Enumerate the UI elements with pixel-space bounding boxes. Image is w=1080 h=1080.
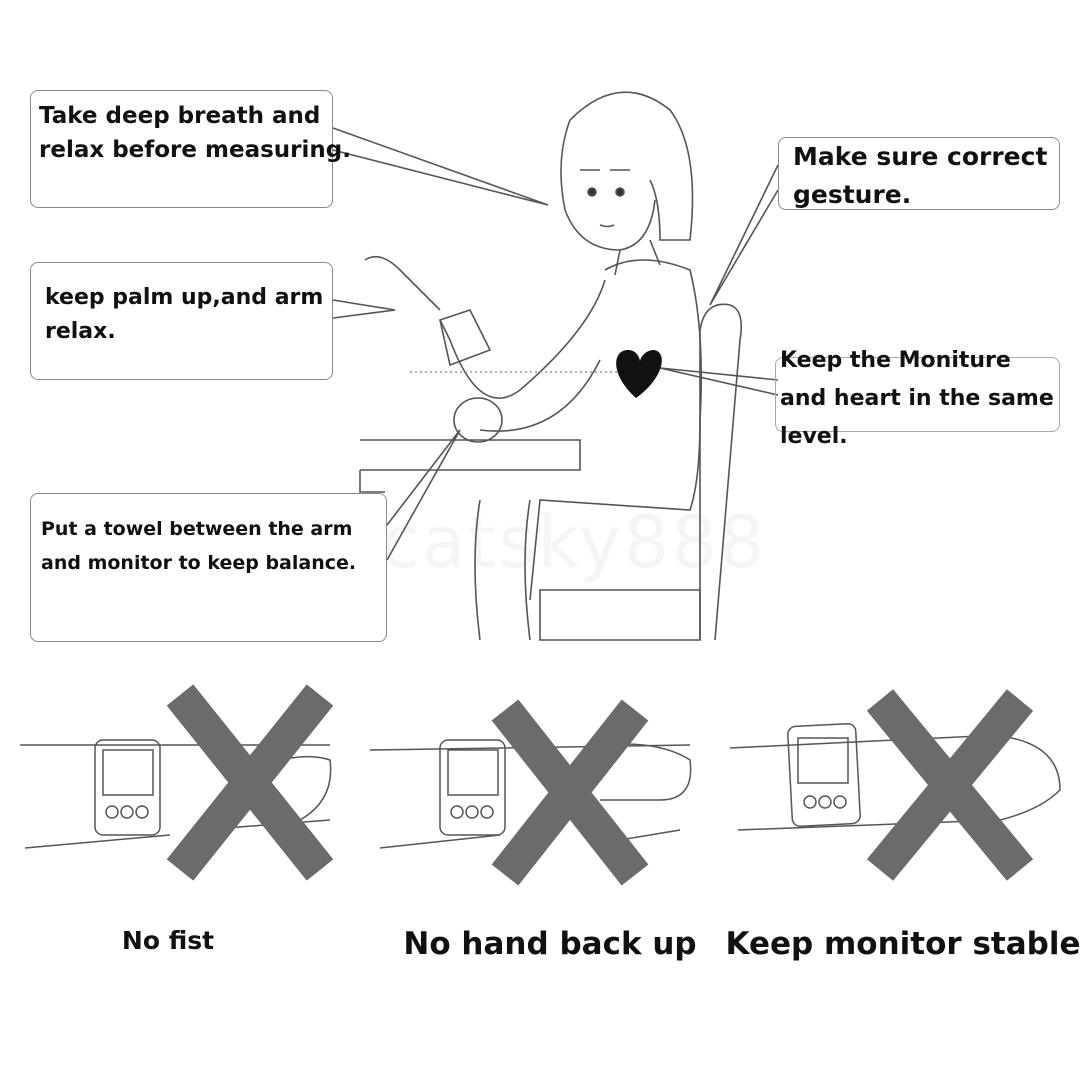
callout-breath: Take deep breath and relax before measur… [30,90,351,208]
pointer-level [659,367,779,396]
callout-text: gesture. [793,180,912,209]
callout-text: level. [780,424,848,449]
callout-text: Put a towel between the arm [41,518,353,540]
callout-text: Take deep breath and [39,103,321,129]
caption-keep-monitor-stable: Keep monitor stable [725,926,1080,962]
cross-icon [491,699,649,886]
cross-icon [866,689,1034,881]
chair [539,303,743,641]
caption-no-hand-back-up: No hand back up [403,926,697,962]
heart-icon [616,350,662,398]
panel-keep-monitor-stable [729,689,1061,881]
callout-palm: keep palm up,and arm relax. [30,262,333,380]
callout-towel: Put a towel between the arm and monitor … [30,493,387,642]
pointer-towel [386,429,461,561]
callout-text: relax before measuring. [39,137,351,163]
cross-icon [166,684,334,881]
callout-text: relax. [45,319,116,344]
table [359,439,581,493]
panel-no-fist [20,684,334,881]
callout-text: keep palm up,and arm [45,285,324,310]
callout-gesture: Make sure correct gesture. [778,137,1060,210]
callout-text: and heart in the same [780,386,1054,411]
pointer-breath [332,127,549,206]
pointer-gesture [709,164,779,306]
callout-text: and monitor to keep balance. [41,552,357,574]
pointer-palm [332,299,396,319]
caption-no-fist: No fist [121,926,215,955]
callout-level: Keep the Moniture and heart in the same … [775,348,1060,449]
panel-no-hand-back-up [369,699,692,886]
callout-text: Make sure correct [793,142,1048,171]
callout-text: Keep the Moniture [780,348,1011,373]
